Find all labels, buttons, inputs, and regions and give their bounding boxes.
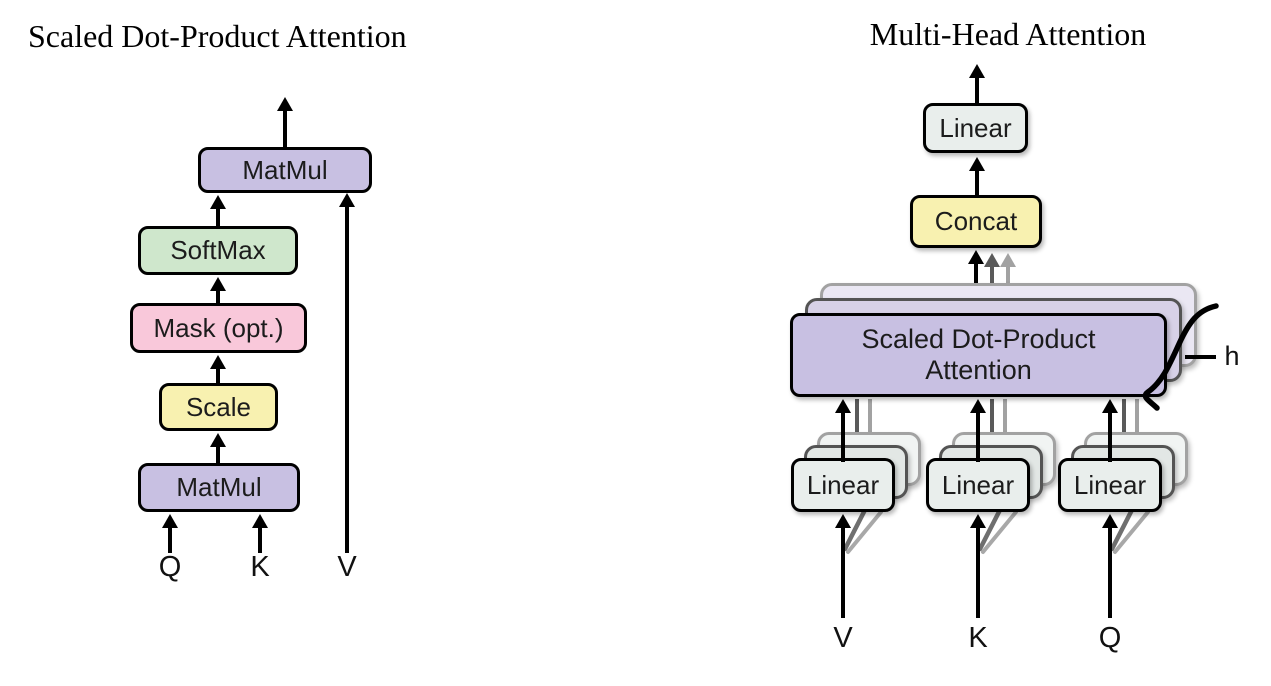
- linear-v-label: Linear: [806, 469, 880, 500]
- k-to-linear-arrowhead: [970, 514, 986, 528]
- linear-k-box: Linear: [926, 458, 1030, 512]
- k-input-line: [258, 526, 262, 553]
- concat-to-linear-line: [975, 169, 979, 195]
- matmul-top-box: MatMul: [198, 147, 372, 193]
- mask-to-softmax-arrowhead: [210, 277, 226, 291]
- ghost1-riser-v: [855, 399, 859, 448]
- q-input-arrowhead: [162, 514, 178, 528]
- softmax-to-matmul-arrowhead: [210, 195, 226, 209]
- ghost2-to-concat-arrowhead: [1000, 253, 1016, 267]
- softmax-box: SoftMax: [138, 226, 298, 275]
- linear-q-to-attention-line: [1108, 411, 1112, 462]
- scale-to-mask-line: [216, 367, 220, 385]
- mha-output-line: [975, 76, 979, 103]
- k-to-linear-line: [976, 526, 980, 618]
- linear-k-to-attention-arrowhead: [970, 399, 986, 413]
- mha-output-arrowhead: [969, 64, 985, 78]
- q-input-label: Q: [158, 551, 182, 583]
- linear-k-label: Linear: [941, 469, 1015, 500]
- ghost2-riser-k: [1003, 399, 1007, 435]
- concat-label: Concat: [934, 206, 1018, 236]
- matmul-top-label: MatMul: [242, 154, 328, 185]
- linear-q-label: Linear: [1073, 469, 1147, 500]
- mask-to-softmax-line: [216, 289, 220, 305]
- attention-label-line2: Attention: [925, 355, 1032, 385]
- softmax-to-matmul-line: [216, 207, 220, 228]
- output-arrowhead: [277, 97, 293, 111]
- output-arrow-line: [283, 109, 287, 147]
- ghost1-riser-q: [1122, 399, 1126, 448]
- q-to-linear-arrowhead: [1102, 514, 1118, 528]
- head-count-label: h: [1224, 341, 1240, 371]
- linear-v-box: Linear: [791, 458, 895, 512]
- v-input-label: V: [337, 551, 357, 583]
- concat-box: Concat: [910, 195, 1042, 248]
- linear-v-to-attention-arrowhead: [835, 399, 851, 413]
- attention-label-line1: Scaled Dot-Product: [861, 324, 1096, 354]
- ghost2-riser-v: [868, 399, 872, 435]
- q-input-line: [168, 526, 172, 553]
- attention-to-concat-arrowhead: [968, 250, 984, 264]
- matmul-to-scale-arrowhead: [210, 433, 226, 447]
- mha-k-input-label: K: [968, 622, 988, 654]
- mask-label: Mask (opt.): [153, 312, 284, 343]
- mha-q-input-label: Q: [1098, 622, 1122, 654]
- linear-k-to-attention-line: [976, 411, 980, 462]
- linear-out-label: Linear: [939, 112, 1012, 143]
- right-diagram-title: Multi-Head Attention: [869, 16, 1147, 52]
- scale-box: Scale: [159, 383, 278, 431]
- ghost2-riser-q: [1135, 399, 1139, 435]
- linear-q-to-attention-arrowhead: [1102, 399, 1118, 413]
- linear-v-to-attention-line: [841, 411, 845, 462]
- ghost2-to-concat-line: [1006, 265, 1010, 286]
- matmul-bottom-label: MatMul: [176, 472, 262, 502]
- mask-box: Mask (opt.): [130, 303, 307, 353]
- concat-to-linear-arrowhead: [969, 157, 985, 171]
- linear-out-box: Linear: [923, 103, 1028, 153]
- v-to-linear-arrowhead: [835, 514, 851, 528]
- mha-v-input-label: V: [833, 622, 853, 654]
- matmul-bottom-box: MatMul: [138, 463, 300, 512]
- scale-label: Scale: [185, 391, 252, 422]
- scale-to-mask-arrowhead: [210, 355, 226, 369]
- k-input-arrowhead: [252, 514, 268, 528]
- ghost1-to-concat-arrowhead: [984, 253, 1000, 267]
- left-diagram-title: Scaled Dot-Product Attention: [28, 18, 407, 54]
- matmul-to-scale-line: [216, 445, 220, 465]
- scaled-dot-product-attention-box: Scaled Dot-Product Attention: [790, 313, 1167, 397]
- softmax-label: SoftMax: [170, 235, 266, 265]
- linear-q-box: Linear: [1058, 458, 1162, 512]
- ghost1-riser-k: [990, 399, 994, 448]
- k-input-label: K: [250, 551, 270, 583]
- q-to-linear-line: [1108, 526, 1112, 618]
- v-to-linear-line: [841, 526, 845, 618]
- v-input-arrowhead: [339, 193, 355, 207]
- v-input-line: [345, 205, 349, 553]
